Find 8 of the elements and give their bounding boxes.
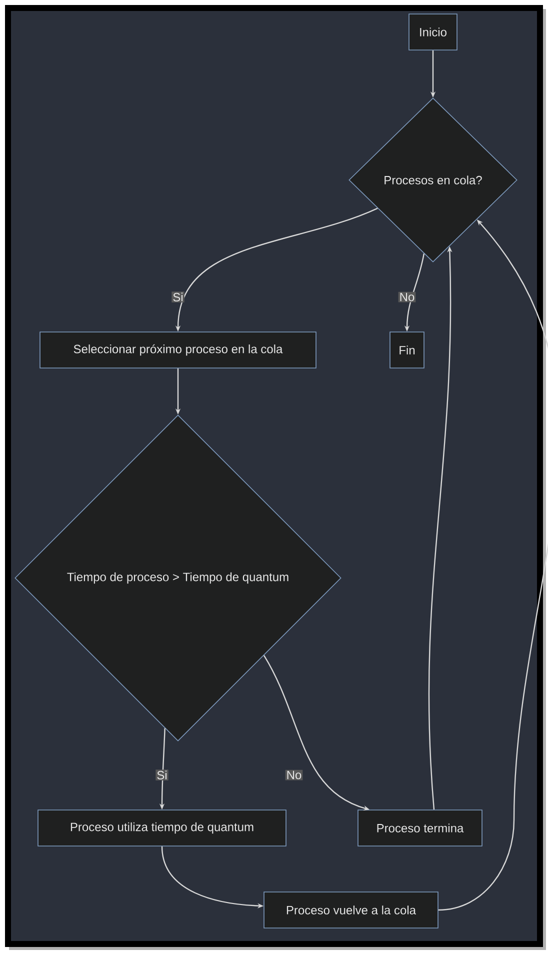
edge-label: Si (172, 292, 184, 302)
process-box: Proceso vuelve a la cola (264, 892, 438, 928)
process-box: Proceso utiliza tiempo de quantum (38, 810, 286, 846)
process-box: Fin (390, 332, 424, 368)
edge-label: Si (156, 770, 168, 780)
process-box: Seleccionar próximo proceso en la cola (40, 332, 316, 368)
process-box: Proceso termina (358, 810, 482, 846)
process-box: Inicio (408, 14, 458, 50)
